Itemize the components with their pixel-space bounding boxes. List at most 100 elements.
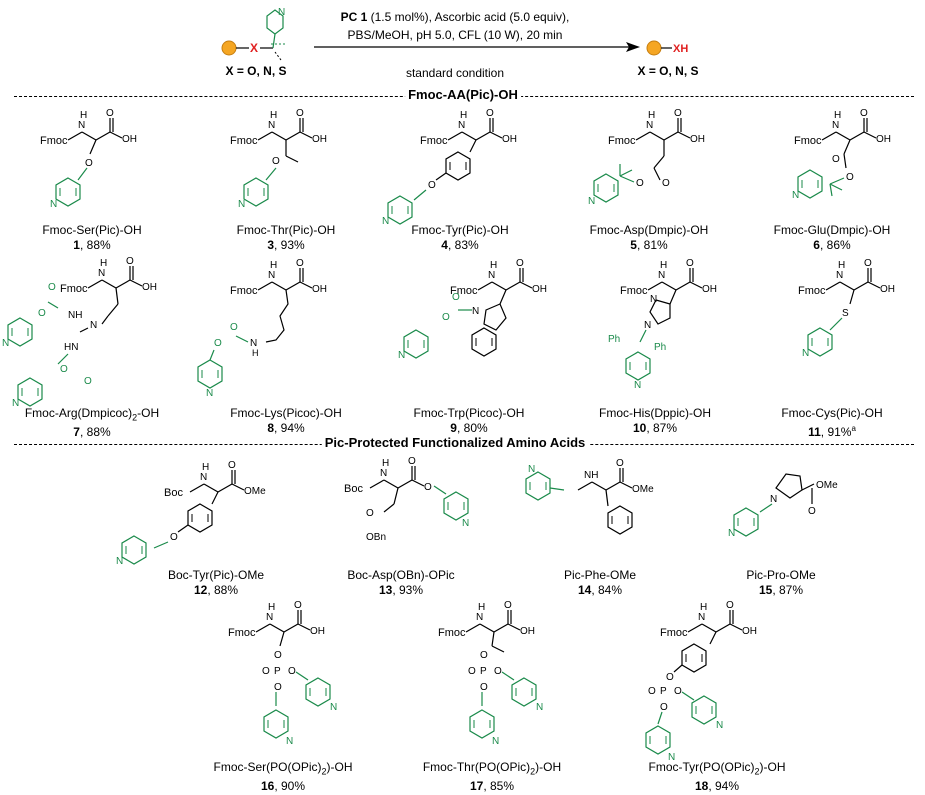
svg-text:OH: OH (880, 284, 895, 295)
structure-4: Fmoc N H O OH O N (382, 108, 517, 227)
svg-text:Boc: Boc (344, 483, 363, 495)
svg-text:Ph: Ph (608, 334, 620, 345)
svg-text:OH: OH (312, 284, 327, 295)
svg-text:H: H (382, 458, 389, 469)
svg-text:Fmoc: Fmoc (230, 135, 258, 147)
svg-text:O: O (296, 108, 304, 119)
svg-text:N: N (12, 398, 19, 409)
svg-text:Ph: Ph (654, 342, 666, 353)
svg-text:N: N (206, 388, 213, 399)
conditions-line-1: PC 1 (1.5 mol%), Ascorbic acid (5.0 equi… (340, 10, 570, 24)
svg-text:O: O (262, 666, 270, 677)
svg-text:O: O (38, 308, 46, 319)
structure-16: Fmoc N H O OH O O P O O N N (228, 600, 337, 747)
structure-13: Boc N H O O N O OBn (344, 456, 469, 543)
svg-text:OH: OH (502, 134, 517, 145)
structure-3: Fmoc N H O OH O N (230, 108, 327, 210)
svg-text:H: H (460, 110, 467, 121)
svg-text:O: O (480, 682, 488, 693)
svg-text:O: O (494, 666, 502, 677)
svg-text:N: N (2, 338, 9, 349)
compound-label-18: Fmoc-Tyr(PO(OPic)2)-OH 18, 94% (648, 760, 786, 794)
structure-11: Fmoc N H O OH S N (798, 258, 895, 359)
svg-text:OMe: OMe (816, 480, 838, 491)
compound-label-7: Fmoc-Arg(Dmpicoc)2-OH 7, 88% (24, 406, 160, 440)
svg-text:N: N (698, 612, 705, 623)
svg-text:O: O (616, 458, 624, 469)
compound-label-16: Fmoc-Ser(PO(OPic)2)-OH 16, 90% (213, 760, 353, 794)
svg-text:N: N (836, 270, 843, 281)
svg-text:H: H (270, 110, 277, 121)
svg-text:O: O (170, 532, 178, 543)
compound-label-3: Fmoc-Thr(Pic)-OH 3, 93% (236, 223, 336, 252)
svg-text:N: N (536, 702, 543, 713)
svg-text:O: O (636, 178, 644, 189)
svg-text:N: N (716, 720, 723, 731)
standard-condition-label: standard condition (405, 66, 505, 80)
svg-text:O: O (516, 258, 524, 269)
svg-text:XH: XH (673, 43, 688, 55)
svg-text:N: N (330, 702, 337, 713)
svg-text:N: N (250, 338, 257, 349)
compound-label-15: Pic-Pro-OMe 15, 87% (746, 568, 816, 597)
svg-text:OH: OH (690, 134, 705, 145)
svg-text:H: H (648, 110, 655, 121)
svg-text:O: O (686, 258, 694, 269)
svg-text:Fmoc: Fmoc (608, 135, 636, 147)
svg-text:H: H (490, 260, 497, 271)
svg-text:H: H (252, 348, 259, 358)
svg-text:N: N (268, 270, 275, 281)
svg-text:P: P (274, 666, 281, 677)
svg-text:S: S (842, 308, 849, 319)
svg-text:Fmoc: Fmoc (660, 627, 688, 639)
svg-text:H: H (478, 602, 485, 613)
compound-label-4: Fmoc-Tyr(Pic)-OH 4, 83% (411, 223, 509, 252)
svg-text:N: N (588, 196, 595, 207)
svg-text:O: O (296, 258, 304, 269)
svg-text:N: N (268, 120, 275, 131)
svg-text:N: N (528, 464, 535, 475)
structure-7: Fmoc N H O OH N NH HN O O N O O N (2, 256, 157, 409)
svg-text:O: O (864, 258, 872, 269)
svg-text:N: N (78, 120, 85, 131)
svg-text:O: O (486, 108, 494, 119)
product-caption: X = O, N, S (637, 64, 699, 78)
svg-text:O: O (126, 256, 134, 267)
svg-text:O: O (660, 702, 668, 713)
svg-text:O: O (408, 456, 416, 467)
svg-text:N: N (658, 270, 665, 281)
svg-text:O: O (662, 178, 670, 189)
svg-text:Fmoc: Fmoc (228, 627, 256, 639)
svg-text:Fmoc: Fmoc (620, 285, 648, 297)
svg-text:H: H (80, 110, 87, 121)
reactant-structure: X N (221, 7, 287, 61)
compound-label-5: Fmoc-Asp(Dmpic)-OH 5, 81% (589, 223, 709, 252)
compound-label-13: Boc-Asp(OBn)-OPic 13, 93% (347, 568, 455, 597)
svg-text:N: N (832, 120, 839, 131)
svg-text:P: P (480, 666, 487, 677)
svg-text:O: O (274, 650, 282, 661)
svg-text:O: O (726, 600, 734, 611)
section-header-fmoc-aa: Fmoc-AA(Pic)-OH (0, 87, 925, 104)
svg-text:Fmoc: Fmoc (40, 135, 68, 147)
compound-label-9: Fmoc-Trp(Picoc)-OH 9, 80% (413, 406, 525, 435)
compound-label-1: Fmoc-Ser(Pic)-OH 1, 88% (42, 223, 142, 252)
svg-text:NH: NH (584, 470, 598, 481)
svg-text:O: O (666, 672, 674, 683)
compound-label-14: Pic-Phe-OMe 14, 84% (563, 568, 637, 597)
svg-text:N: N (462, 518, 469, 529)
svg-text:N: N (98, 268, 105, 279)
svg-text:N: N (770, 494, 777, 505)
svg-text:OH: OH (532, 284, 547, 295)
svg-text:Fmoc: Fmoc (230, 285, 258, 297)
svg-text:N: N (488, 270, 495, 281)
svg-text:N: N (278, 7, 285, 18)
svg-text:H: H (660, 260, 667, 271)
svg-text:Fmoc: Fmoc (60, 283, 88, 295)
svg-text:H: H (270, 260, 277, 271)
svg-text:N: N (802, 348, 809, 359)
svg-text:H: H (100, 258, 107, 269)
compound-label-11: Fmoc-Cys(Pic)-OH 11, 91%a (781, 406, 883, 439)
